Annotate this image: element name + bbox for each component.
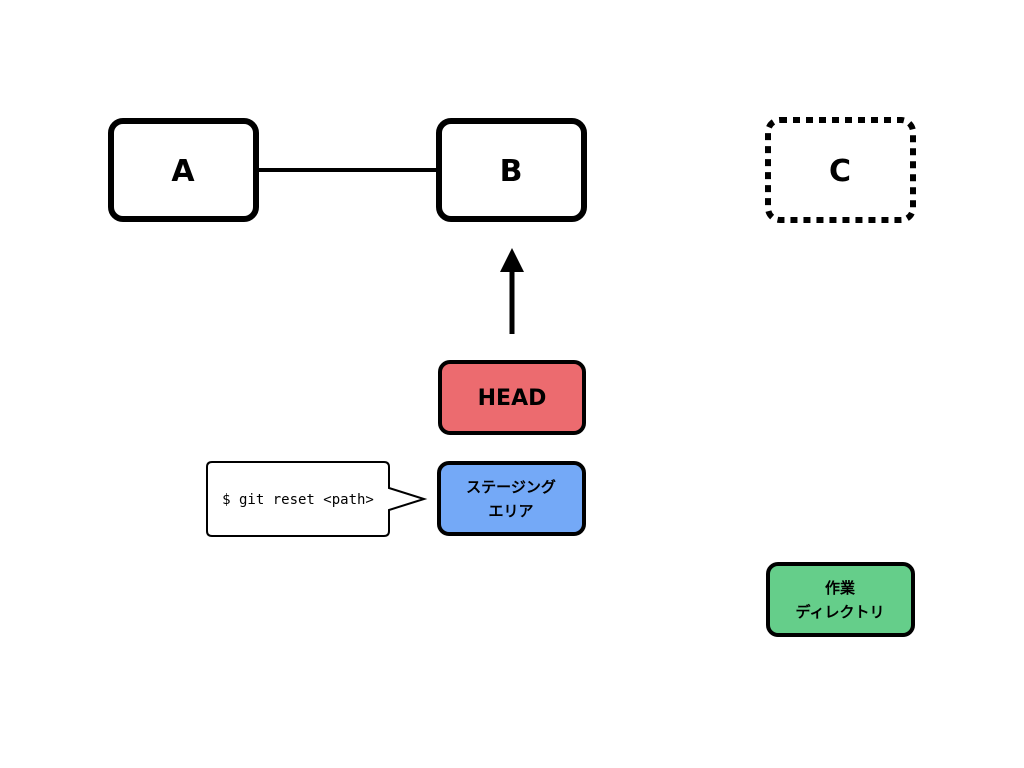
commit-c-node: C [765, 117, 916, 223]
command-text: $ git reset <path> [222, 492, 374, 508]
staging-area-node: ステージング エリア [437, 461, 586, 536]
command-callout: $ git reset <path> [206, 461, 428, 537]
commit-c-label: C [829, 154, 851, 189]
commit-a-label: A [171, 154, 195, 189]
staging-area-box [437, 461, 586, 536]
callout-bubble [206, 461, 428, 537]
head-arrow [500, 248, 524, 334]
head-node: HEAD [438, 360, 586, 435]
working-directory-box [766, 562, 915, 637]
staging-area-label-line1: ステージング [466, 478, 556, 496]
commit-a-node: A [108, 118, 259, 222]
arrowhead-icon [500, 248, 524, 272]
commit-c-box [765, 117, 916, 223]
commit-b-box [436, 118, 587, 222]
working-directory-node: 作業 ディレクトリ [766, 562, 915, 637]
commit-b-label: B [500, 154, 523, 189]
working-directory-label-line2: ディレクトリ [796, 603, 885, 621]
head-label: HEAD [478, 386, 547, 411]
commit-a-box [108, 118, 259, 222]
staging-area-label-line2: エリア [488, 502, 533, 520]
head-box [438, 360, 586, 435]
commit-b-node: B [436, 118, 587, 222]
working-directory-label-line1: 作業 [825, 579, 856, 597]
